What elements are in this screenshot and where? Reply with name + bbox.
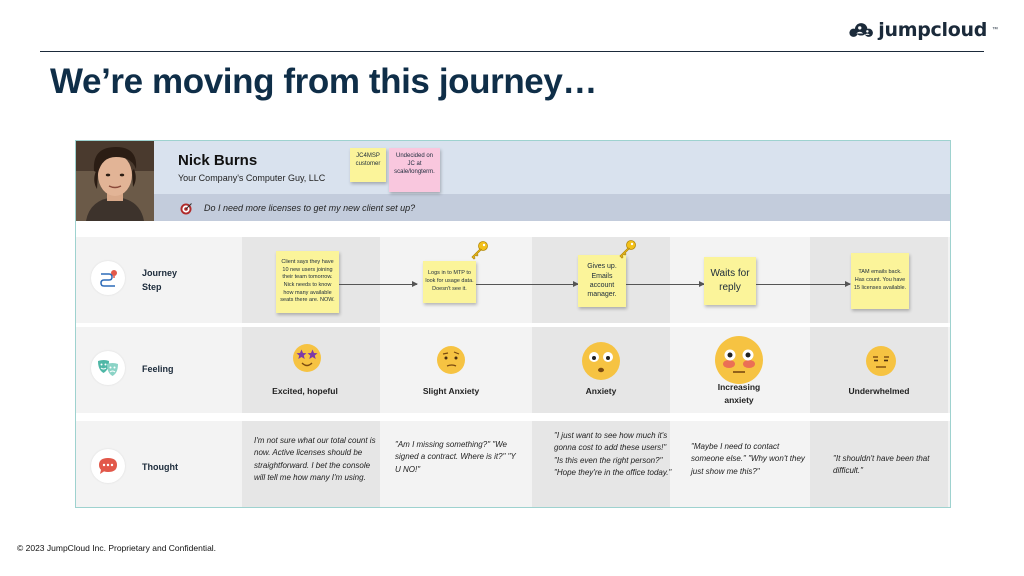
step-note-1: Client says they have 10 new users joini… — [276, 251, 339, 313]
persona-sticky-customer: JC4MSP customer — [350, 148, 386, 182]
persona-company: Your Company's Computer Guy, LLC — [178, 173, 326, 183]
journey-step-label: Journey Step — [142, 267, 177, 295]
chat-bubble-icon — [99, 458, 117, 474]
persona-name: Nick Burns — [178, 152, 258, 169]
theater-masks-icon — [98, 360, 118, 376]
expressionless-emoji-icon — [866, 346, 896, 376]
jumpcloud-logo: jumpcloud ™ — [848, 14, 998, 46]
target-icon — [180, 203, 192, 215]
feeling-label: Feeling — [142, 364, 174, 374]
person-photo-icon — [76, 141, 154, 221]
header-rule — [40, 51, 984, 52]
feeling-label-4: Increasing anxiety — [674, 381, 804, 407]
thought-row-icon-wrap — [91, 449, 125, 483]
feeling-row: Feeling Excited, hopeful Slight Anxiety … — [76, 327, 950, 413]
feeling-label-3: Anxiety — [585, 386, 617, 396]
thought-label: Thought — [142, 462, 178, 472]
persona-avatar — [76, 141, 154, 221]
footer-copyright: © 2023 JumpCloud Inc. Proprietary and Co… — [17, 543, 217, 553]
feeling-label-4-line1: Increasing — [717, 382, 761, 392]
brand-tm: ™ — [992, 27, 998, 33]
key-icon — [471, 241, 488, 260]
cloud-logo-icon — [849, 23, 873, 37]
anxious-emoji-icon — [582, 342, 620, 380]
feeling-label-5: Underwhelmed — [848, 386, 910, 396]
key-icon — [619, 240, 636, 259]
thought-text-4: "Maybe I need to contact someone else." … — [691, 442, 805, 476]
flushed-emoji-icon — [715, 336, 763, 384]
persona-question-bar — [154, 194, 950, 221]
step-note-2: Logs in to MTP to look for usage data. D… — [423, 261, 476, 303]
skeptical-emoji-icon — [437, 346, 465, 374]
journey-board: Nick Burns Your Company's Computer Guy, … — [75, 140, 951, 508]
step-arrow-2 — [476, 281, 579, 287]
feeling-label-4-line2: anxiety — [724, 394, 754, 405]
column-shade-3 — [532, 421, 670, 507]
thought-text-5: "It shouldn't have been that difficult." — [833, 454, 930, 476]
feeling-label-1: Excited, hopeful — [272, 386, 338, 396]
thought-row: Thought I'm not sure what our total coun… — [76, 421, 950, 507]
column-shade-1 — [242, 421, 380, 507]
persona-question: Do I need more licenses to get my new cl… — [204, 203, 416, 213]
thought-text-1: I'm not sure what our total count is now… — [254, 436, 376, 483]
slide-title: We’re moving from this journey… — [50, 62, 598, 101]
step-note-5: TAM emails back. Has count. You have 15 … — [851, 253, 909, 309]
step-note-3: Gives up. Emails account manager. — [578, 255, 626, 307]
step-arrow-4 — [756, 281, 851, 287]
journey-row-icon-wrap — [91, 261, 125, 295]
thought-text-2: "Am I missing something?" "We signed a c… — [395, 440, 516, 474]
brand-name: jumpcloud — [878, 19, 987, 41]
journey-step-label-line2: Step — [142, 281, 162, 292]
route-icon — [100, 270, 117, 287]
journey-step-label-line1: Journey — [142, 268, 178, 278]
column-shade-5 — [810, 421, 948, 507]
step-note-4: Waits for reply — [704, 257, 756, 305]
feeling-label-2: Slight Anxiety — [422, 386, 480, 396]
step-arrow-3 — [626, 281, 705, 287]
persona-header: Nick Burns Your Company's Computer Guy, … — [76, 141, 950, 221]
step-arrow-1 — [339, 281, 418, 287]
feeling-row-icon-wrap — [91, 351, 125, 385]
star-eyes-emoji-icon — [293, 344, 321, 372]
thought-text-3: "I just want to see how much it's gonna … — [554, 431, 672, 478]
journey-step-row: Journey Step Client says they have 10 ne… — [76, 237, 950, 323]
persona-sticky-undecided: Undecided on JC at scale/longterm. — [389, 148, 440, 192]
